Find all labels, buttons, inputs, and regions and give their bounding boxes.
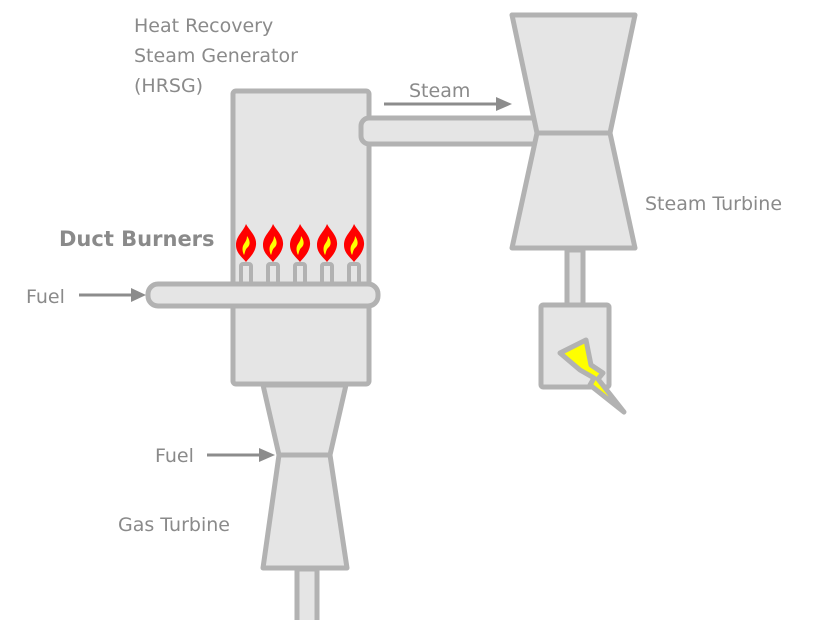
steam-turbine-lp xyxy=(509,130,638,251)
duct-fuel-pipe xyxy=(145,281,381,309)
gas-turbine-expander xyxy=(260,452,350,571)
hrsg-label-line1: Heat Recovery xyxy=(134,15,273,37)
hrsg-label-line3: (HRSG) xyxy=(134,75,203,97)
steam-turbine-shaft xyxy=(564,247,586,308)
duct-burners-label: Duct Burners xyxy=(59,227,215,251)
steam-turbine-label: Steam Turbine xyxy=(645,193,782,215)
gas-turbine-compressor xyxy=(260,382,349,458)
steam-pipe xyxy=(358,115,544,147)
flame-inner xyxy=(242,236,250,255)
flame-inner xyxy=(323,236,331,255)
steam-arrow-head xyxy=(496,97,512,111)
duct-fuel-label: Fuel xyxy=(26,286,65,308)
lightning-bolt-icon xyxy=(557,337,627,415)
flame-inner xyxy=(350,236,358,255)
gt-fuel-arrow-head xyxy=(259,448,275,462)
flame-inner xyxy=(296,236,304,255)
duct-fuel-arrow-head xyxy=(131,288,146,302)
gas-turbine-shaft xyxy=(294,566,320,620)
flame-inner xyxy=(269,236,277,255)
flame-icon xyxy=(236,224,257,262)
flame-icon xyxy=(317,224,338,262)
flame-icon xyxy=(290,224,311,262)
steam-label: Steam xyxy=(409,80,470,102)
burner-flames xyxy=(236,224,365,262)
steam-turbine-hp xyxy=(509,12,638,136)
hrsg-label-line2: Steam Generator xyxy=(134,45,298,67)
flame-icon xyxy=(344,224,365,262)
gas-turbine-label: Gas Turbine xyxy=(118,514,230,536)
gt-fuel-label: Fuel xyxy=(155,445,194,467)
flame-icon xyxy=(263,224,284,262)
